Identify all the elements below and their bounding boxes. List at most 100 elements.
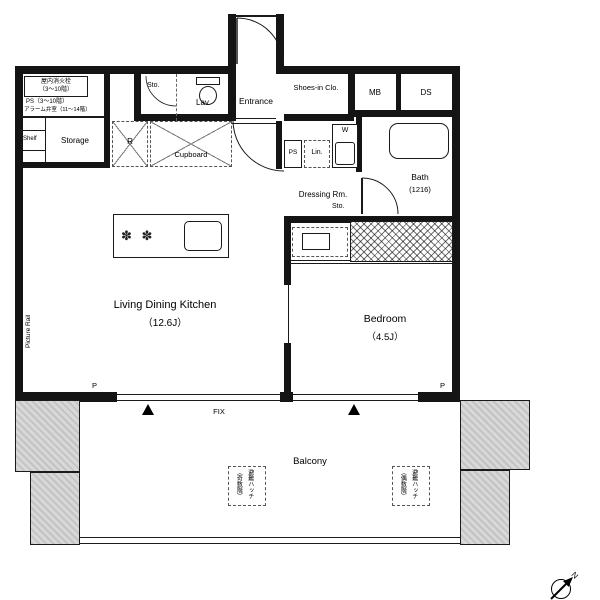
wall-lavatory-left <box>134 74 141 121</box>
wall-bottom-left <box>15 392 117 402</box>
wall-entrance-right <box>276 14 284 74</box>
wall-shoesin-bottom <box>284 114 354 121</box>
cupboard-label: Cupboard <box>174 150 208 159</box>
fix-window-line-1 <box>117 394 280 395</box>
compass-north-label: N <box>569 570 580 581</box>
wall-shoesin-mb-divider <box>348 74 355 117</box>
picture-rail-label: Picture Rail <box>25 314 32 348</box>
evac-hatch-odd-line2: （奇数階） <box>235 469 242 499</box>
toilet-bowl-icon <box>199 86 217 105</box>
shelf-storage-divider <box>45 118 46 162</box>
stove-burners-icon: ✽ ✽ <box>121 228 156 243</box>
wall-ldk-bedroom-lower <box>284 343 291 392</box>
entrance-door-sill <box>236 15 276 17</box>
mb-label: MB <box>369 88 381 97</box>
bedroom-counter-icon <box>302 233 330 250</box>
ps-label: PS <box>288 149 298 156</box>
refrigerator-space-box <box>112 121 148 167</box>
fix-window-label: FIX <box>213 407 225 416</box>
wall-bottom-right <box>418 392 460 402</box>
ldk-size-label: （12.6J） <box>142 318 188 329</box>
evacuation-hatch-even: 避難ハッチ （偶数階） <box>392 466 430 506</box>
wall-mbds-bottom <box>354 110 460 117</box>
compass-circle <box>551 579 571 599</box>
wall-bottom-pier <box>280 392 293 402</box>
entrance-step-line-1 <box>232 118 276 119</box>
fix-window-line-2 <box>117 400 280 401</box>
refrigerator-label: R <box>127 137 133 146</box>
closet-sliding-door-line-2 <box>290 263 453 264</box>
lavatory-sto-divider <box>176 74 177 121</box>
storage-label: Storage <box>60 136 90 145</box>
wall-entrance-left <box>228 14 236 74</box>
sto-top-label: Sto. <box>147 82 160 89</box>
ds-label: DS <box>420 88 432 97</box>
compass-arrow-tail <box>550 583 567 600</box>
concrete-wall-left-upper <box>15 400 80 472</box>
bedroom-size-label: （4.5J） <box>366 332 404 343</box>
window-marker-triangle-right <box>348 404 360 415</box>
shelf-label: Shelf <box>23 136 37 144</box>
shelf-line-1 <box>23 130 45 131</box>
wall-shaft-right <box>104 74 110 168</box>
sto-door-arc <box>145 75 177 107</box>
wall-storage-bottom <box>15 162 110 168</box>
pillar-label-left: P <box>92 381 98 390</box>
wall-left <box>15 66 23 402</box>
washer-label: W <box>341 127 349 134</box>
linen-box <box>304 140 330 168</box>
toilet-tank-icon <box>196 77 220 85</box>
window-marker-triangle-left <box>142 404 154 415</box>
shoes-in-closet-label: Shoes-in Clo. <box>293 83 339 92</box>
bedroom-window-line-1 <box>293 394 418 395</box>
bedroom-window-line-2 <box>293 400 418 401</box>
bathtub-icon <box>389 123 449 159</box>
fire-hydrant-label: 屋内消火栓 （3～10階） <box>38 79 73 94</box>
bedroom-counter-dashed-box <box>292 227 348 257</box>
compass-arrow-head <box>563 577 573 587</box>
entrance-label: Entrance <box>238 96 274 106</box>
ldk-bedroom-sliding-door <box>288 285 289 343</box>
evac-hatch-even-line2: （偶数階） <box>399 469 406 499</box>
alarm-valve-room-label: アラーム弁室（11～14階） <box>24 107 91 113</box>
balcony-label: Balcony <box>293 456 327 467</box>
bath-size-label: (1216) <box>409 185 431 194</box>
bath-label: Bath <box>411 172 429 182</box>
wall-top-left <box>15 66 228 74</box>
linen-label: Lin. <box>311 149 323 156</box>
shelf-line-2 <box>23 150 45 151</box>
bath-door-arc <box>361 177 399 215</box>
wall-shaft-storage-divider <box>21 116 105 118</box>
wall-mb-ds-divider <box>396 74 401 112</box>
wall-hall-right-lower <box>276 121 282 169</box>
evacuation-hatch-odd: 避難ハッチ （奇数階） <box>228 466 266 506</box>
wall-top-right <box>284 66 460 74</box>
wall-bedroom-top <box>284 216 460 223</box>
wall-hall-left <box>228 74 236 121</box>
entrance-step-line-2 <box>232 123 276 124</box>
washer-pan-icon <box>335 142 355 165</box>
wall-right <box>452 66 460 402</box>
wall-ldk-bedroom-upper <box>284 223 291 285</box>
pipe-space-box <box>284 140 302 168</box>
concrete-wall-left-lower <box>30 472 80 545</box>
lavatory-label: Lav. <box>196 98 211 107</box>
balcony-rail-line-1 <box>80 537 460 538</box>
concrete-wall-right-lower <box>460 470 510 545</box>
pillar-label-right: P <box>440 381 446 390</box>
kitchen-sink-icon <box>184 221 222 251</box>
evac-hatch-odd-line1: 避難ハッチ <box>246 469 253 499</box>
balcony-rail-line-2 <box>80 543 460 544</box>
evac-hatch-even-line1: 避難ハッチ <box>410 469 417 499</box>
concrete-wall-right-upper <box>460 400 530 470</box>
bedroom-closet <box>350 221 453 262</box>
fire-hydrant-label-box <box>24 76 88 97</box>
dressing-room-label: Dressing Rm. <box>298 190 348 199</box>
cupboard-space-box <box>150 121 232 167</box>
wall-lavatory-bottom <box>140 114 236 121</box>
north-compass: N <box>550 570 580 600</box>
wall-bath-left <box>356 114 362 172</box>
sto-bath-label: Sto. <box>332 203 345 210</box>
ldk-label: Living Dining Kitchen <box>113 299 217 311</box>
